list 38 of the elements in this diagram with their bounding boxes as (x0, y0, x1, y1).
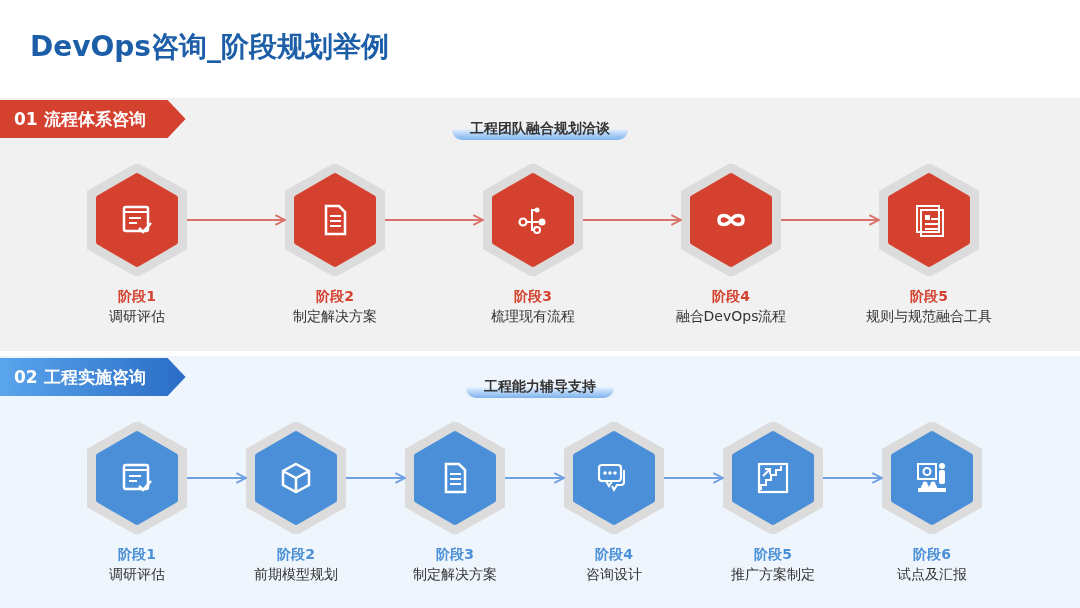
arrow (582, 214, 682, 226)
arrow (384, 214, 484, 226)
section-subtitle: 工程团队融合规划洽谈 (452, 120, 628, 140)
stage-name: 咨询设计 (586, 565, 642, 584)
arrow (345, 472, 406, 484)
arrow (822, 472, 883, 484)
stage-number: 阶段3 (514, 287, 552, 306)
arrow (780, 214, 880, 226)
stage-name: 调研评估 (109, 307, 165, 326)
stage-name: 调研评估 (109, 565, 165, 584)
section-banner: 02 工程实施咨询 (0, 358, 186, 396)
stage-number: 阶段4 (595, 545, 633, 564)
stage-number: 阶段3 (436, 545, 474, 564)
stage-name: 前期模型规划 (254, 565, 338, 584)
arrow (186, 214, 286, 226)
section-banner: 01 流程体系咨询 (0, 100, 186, 138)
stage-name: 试点及汇报 (897, 565, 967, 584)
stage-name: 融合DevOps流程 (675, 307, 787, 326)
arrow (186, 472, 247, 484)
stage-name: 制定解决方案 (293, 307, 377, 326)
section-subtitle: 工程能力辅导支持 (466, 378, 614, 398)
stage-name: 规则与规范融合工具 (866, 307, 992, 326)
stage-name: 制定解决方案 (413, 565, 497, 584)
stage-number: 阶段1 (118, 287, 156, 306)
stage-number: 阶段5 (910, 287, 948, 306)
arrow (504, 472, 565, 484)
stage-number: 阶段4 (712, 287, 750, 306)
stage-number: 阶段2 (277, 545, 315, 564)
stage-number: 阶段5 (754, 545, 792, 564)
stage-number: 阶段6 (913, 545, 951, 564)
stage-number: 阶段2 (316, 287, 354, 306)
section-panel (0, 356, 1080, 608)
stage-number: 阶段1 (118, 545, 156, 564)
stage-name: 推广方案制定 (731, 565, 815, 584)
arrow (663, 472, 724, 484)
stage-name: 梳理现有流程 (491, 307, 575, 326)
section-panel (0, 98, 1080, 351)
slide-title: DevOps咨询_阶段规划举例 (30, 29, 389, 65)
